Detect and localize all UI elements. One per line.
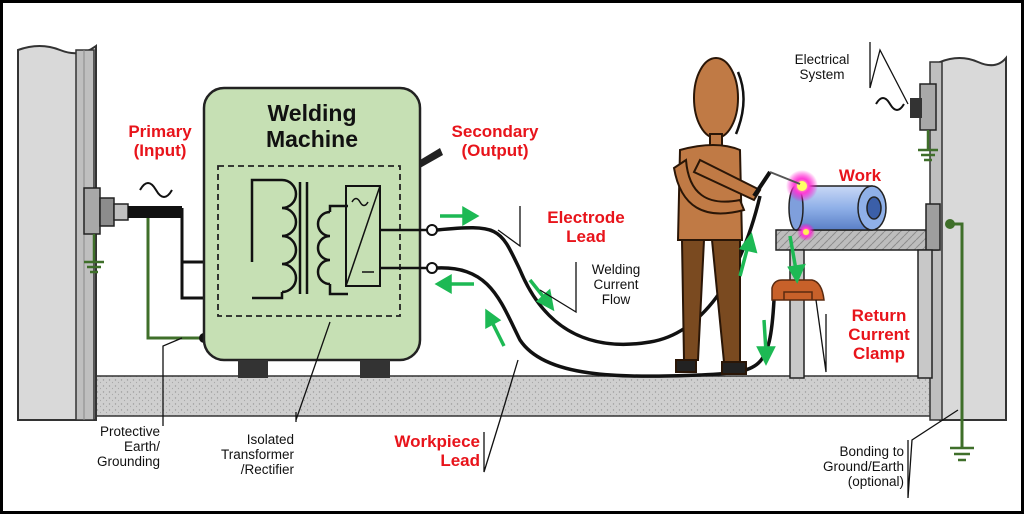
welding-machine-title: Welding Machine [265, 100, 359, 153]
electrode-terminal [426, 224, 438, 236]
electrode-rod [769, 171, 801, 185]
left-wall [17, 44, 97, 421]
isolated-transformer-label: Isolated Transformer /Rectifier [220, 432, 294, 478]
welding-current-flow-label: Welding Current Flow [591, 262, 641, 308]
right-wall [929, 55, 1007, 421]
bonding-label: Bonding to Ground/Earth (optional) [822, 444, 904, 490]
work-label: Work [838, 166, 882, 185]
primary-outlet [83, 187, 129, 274]
ground-symbol-icon [950, 446, 974, 462]
protective-earth-label: Protective Earth/ Grounding [96, 424, 160, 470]
transformer-symbol [250, 178, 348, 300]
electrical-system-outlet [875, 83, 938, 162]
current-flow-arrows [434, 205, 806, 366]
return-current-clamp [771, 279, 825, 301]
arrow-icon [485, 308, 506, 347]
welding-machine [202, 86, 443, 378]
protective-earth-wire [146, 218, 204, 340]
floor-slab [85, 375, 943, 417]
secondary-output-label: Secondary (Output) [451, 122, 539, 161]
arrow-icon [434, 273, 474, 295]
workpiece-lead-cable [436, 266, 776, 378]
arrow-icon [440, 205, 480, 227]
primary-input-label: Primary (Input) [128, 122, 192, 161]
return-current-clamp-label: Return Current Clamp [848, 306, 910, 364]
electrical-system-label: Electrical System [794, 52, 850, 83]
ac-sine-icon [139, 182, 173, 198]
rectifier-symbol [345, 185, 381, 287]
primary-input-cable [128, 206, 182, 218]
ac-sine-icon [875, 97, 905, 111]
ground-symbol-icon [918, 148, 938, 162]
ground-symbol-icon [84, 260, 104, 274]
welder-person [672, 57, 762, 375]
arrow-icon [756, 319, 776, 366]
electrode-lead-label: Electrode Lead [547, 208, 625, 247]
workpiece-terminal [426, 262, 438, 274]
leader-lines [162, 42, 959, 499]
electrode-holder [752, 170, 772, 198]
arrow-icon [787, 235, 806, 284]
workpiece-lead-label: Workpiece Lead [394, 432, 480, 471]
arrow-icon [738, 232, 758, 277]
